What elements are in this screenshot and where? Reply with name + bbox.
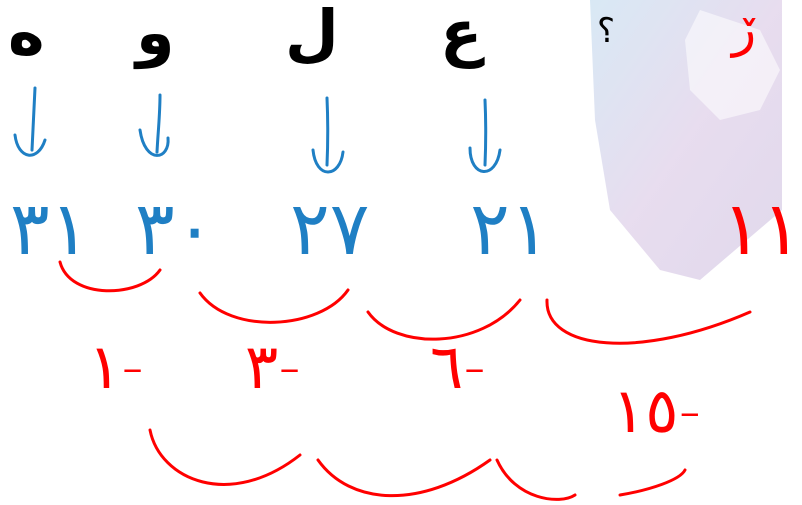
- top-right-partial-letter: ڒ: [732, 0, 757, 58]
- down-arrow-icon: [138, 93, 170, 157]
- second-level-bracket: [316, 458, 492, 498]
- difference-bracket: [366, 298, 522, 341]
- second-level-bracket: [618, 468, 687, 497]
- value-waw: ٣٠: [135, 186, 215, 272]
- difference-2: -٣: [245, 330, 301, 403]
- second-level-bracket: [495, 458, 577, 501]
- difference-bracket: [198, 288, 350, 324]
- difference-bracket: [58, 260, 162, 293]
- difference-1: -١: [88, 330, 144, 403]
- down-arrow-icon: [13, 86, 47, 157]
- slide-canvas: ه و ل ع ؟ ڒ ٣١ ٣٠ ٢٧ ٢١ ١١: [8, 0, 802, 501]
- value-lam: ٢٧: [290, 186, 370, 272]
- down-arrow-icon: [311, 96, 345, 174]
- letter-ha: ه: [8, 0, 45, 69]
- letter-ain: ع: [440, 0, 483, 69]
- blue-arrows-layer: [13, 86, 502, 174]
- value-unknown: ١١: [722, 186, 802, 272]
- down-arrow-icon: [468, 98, 502, 173]
- red-brackets-layer: [58, 260, 752, 501]
- difference-3: -٦: [430, 330, 486, 403]
- difference-bracket: [545, 298, 752, 345]
- background-logo-shape: [590, 0, 782, 280]
- second-level-bracket: [148, 428, 302, 486]
- letter-waw: و: [136, 0, 175, 69]
- value-ha: ٣١: [10, 186, 90, 272]
- letter-lam: ل: [285, 0, 339, 69]
- value-ain: ٢١: [470, 186, 550, 272]
- difference-4: -١٥: [612, 374, 701, 447]
- question-mark: ؟: [597, 11, 616, 51]
